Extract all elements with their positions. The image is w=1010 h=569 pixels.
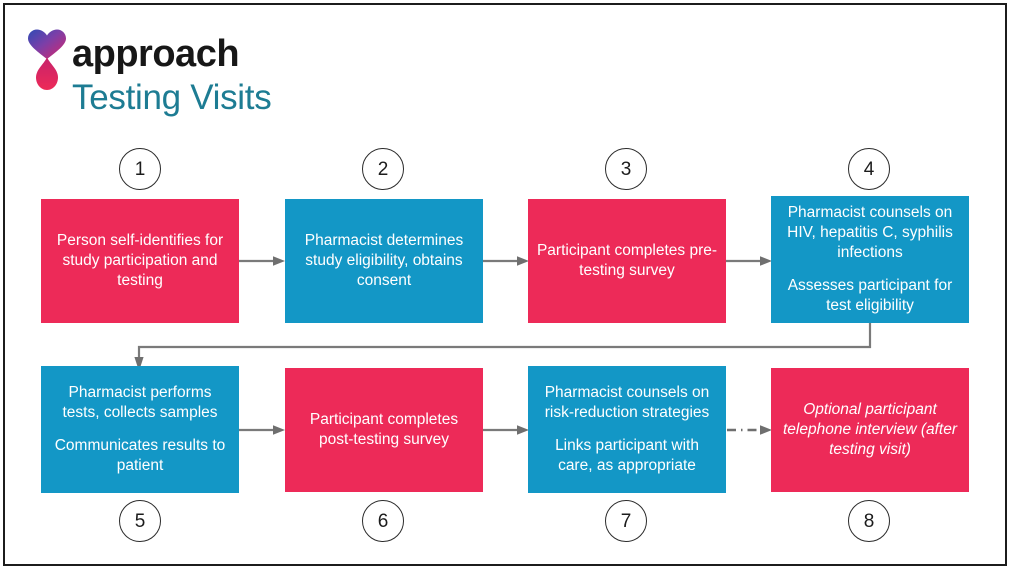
step-1-text-1: Person self-identifies for study partici… bbox=[56, 231, 224, 290]
connector-7-to-8 bbox=[726, 421, 774, 439]
step-2-text-1: Pharmacist determines study eligibility,… bbox=[304, 231, 464, 290]
connector-6-to-7 bbox=[483, 421, 531, 439]
step-number-5: 5 bbox=[119, 500, 161, 542]
step-number-6: 6 bbox=[362, 500, 404, 542]
connector-4-to-5 bbox=[130, 323, 890, 373]
connector-3-to-4 bbox=[726, 252, 774, 270]
step-number-3: 3 bbox=[605, 148, 647, 190]
step-number-4: 4 bbox=[848, 148, 890, 190]
step-number-7: 7 bbox=[605, 500, 647, 542]
step-8-text-1: Optional participant telephone interview… bbox=[782, 400, 958, 459]
step-box-3[interactable]: Participant completes pre-testing survey bbox=[528, 199, 726, 323]
page-title: Testing Visits bbox=[72, 78, 272, 117]
step-box-4[interactable]: Pharmacist counsels on HIV, hepatitis C,… bbox=[771, 196, 969, 323]
step-3-text-1: Participant completes pre-testing survey bbox=[536, 241, 718, 279]
step-box-7[interactable]: Pharmacist counsels on risk-reduction st… bbox=[528, 366, 726, 493]
step-number-1: 1 bbox=[119, 148, 161, 190]
brand-name: approach bbox=[72, 33, 240, 75]
step-6-text-1: Participant completes post-testing surve… bbox=[309, 410, 459, 448]
step-box-6[interactable]: Participant completes post-testing surve… bbox=[285, 368, 483, 492]
step-box-8[interactable]: Optional participant telephone interview… bbox=[771, 368, 969, 492]
step-7-text-2: Links participant with care, as appropri… bbox=[555, 437, 699, 475]
connector-5-to-6 bbox=[239, 421, 287, 439]
step-7-text-1: Pharmacist counsels on risk-reduction st… bbox=[544, 383, 710, 421]
step-number-8: 8 bbox=[848, 500, 890, 542]
step-box-2[interactable]: Pharmacist determines study eligibility,… bbox=[285, 199, 483, 323]
step-box-1[interactable]: Person self-identifies for study partici… bbox=[41, 199, 239, 323]
step-number-2: 2 bbox=[362, 148, 404, 190]
step-4-text-2: Assesses participant for test eligibilit… bbox=[787, 277, 953, 315]
heart-droplet-logo-icon bbox=[27, 29, 67, 91]
connector-1-to-2 bbox=[239, 252, 287, 270]
step-5-text-1: Pharmacist performs tests, collects samp… bbox=[62, 383, 218, 421]
step-box-5[interactable]: Pharmacist performs tests, collects samp… bbox=[41, 366, 239, 493]
step-4-text-1: Pharmacist counsels on HIV, hepatitis C,… bbox=[787, 203, 953, 261]
connector-2-to-3 bbox=[483, 252, 531, 270]
step-5-text-2: Communicates results to patient bbox=[54, 437, 226, 475]
